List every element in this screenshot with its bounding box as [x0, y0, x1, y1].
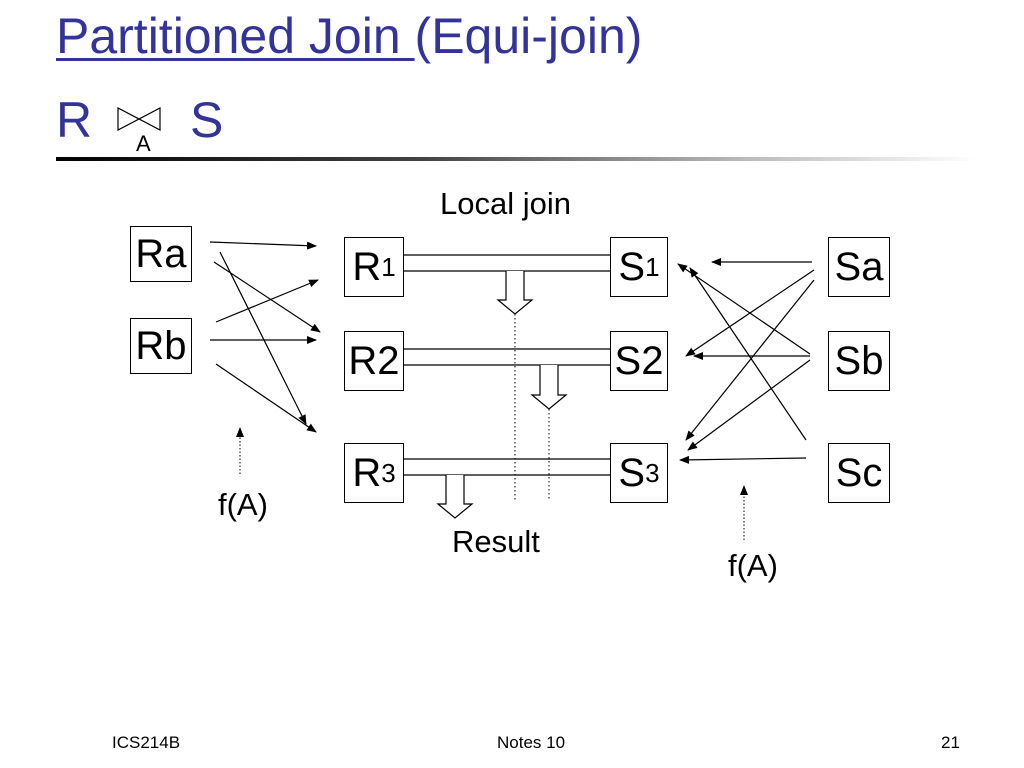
join-expression: R: [56, 92, 92, 150]
r1-subscript: 1: [381, 251, 396, 282]
box-rb: Rb: [130, 318, 192, 374]
fa-right-label: f(A): [728, 548, 778, 583]
arrow-sa-s3: [685, 279, 815, 441]
arrow-ra-r3: [219, 251, 307, 425]
bowtie-join-icon: [117, 107, 161, 131]
join-left-relation: R: [56, 92, 93, 148]
s3-subscript: 3: [645, 457, 660, 488]
fa-left-label: f(A): [218, 487, 268, 522]
box-ra: Ra: [130, 226, 192, 282]
s1-label: S: [618, 244, 646, 289]
s2-label: S2: [614, 338, 664, 383]
arrow-ra-r1: [209, 241, 317, 250]
arrow-sb-s1: [677, 263, 811, 355]
box-sc: Sc: [828, 443, 890, 503]
arrow-sc-s3: [679, 455, 807, 464]
footer-course: ICS214B: [112, 733, 181, 752]
result-arrow-3-icon: [436, 475, 474, 519]
footer-notes: Notes 10: [497, 733, 566, 752]
r2-label: R2: [348, 338, 400, 383]
arrow-sc-s1: [689, 267, 807, 441]
r1-label: R: [352, 244, 382, 289]
join-right-relation: S: [190, 92, 224, 148]
box-sa: Sa: [828, 237, 890, 297]
box-s2: S2: [610, 331, 668, 391]
result-label: Result: [452, 524, 540, 559]
r3-subscript: 3: [381, 457, 396, 488]
local-join-label: Local join: [440, 186, 571, 221]
r3-label: R: [352, 450, 382, 495]
s3-label: S: [618, 450, 646, 495]
title-rule: [56, 157, 976, 161]
slide-title: Partitioned Join (Equi-join): [56, 8, 642, 66]
arrow-rb-r1: [215, 279, 319, 323]
s1-subscript: 1: [645, 251, 660, 282]
result-arrow-1-icon: [496, 271, 534, 315]
footer-page-number: 21: [941, 733, 960, 752]
title-underlined: Partitioned Join: [56, 8, 415, 64]
arrow-ra-r2: [213, 261, 321, 333]
box-sb: Sb: [828, 331, 890, 391]
title-rest: (Equi-join): [414, 8, 643, 64]
arrow-sb-s3: [687, 359, 811, 451]
join-attribute: A: [136, 131, 151, 156]
box-r2: R2: [344, 331, 404, 391]
arrow-rb-r3: [215, 363, 317, 433]
result-arrow-2-icon: [530, 365, 568, 410]
